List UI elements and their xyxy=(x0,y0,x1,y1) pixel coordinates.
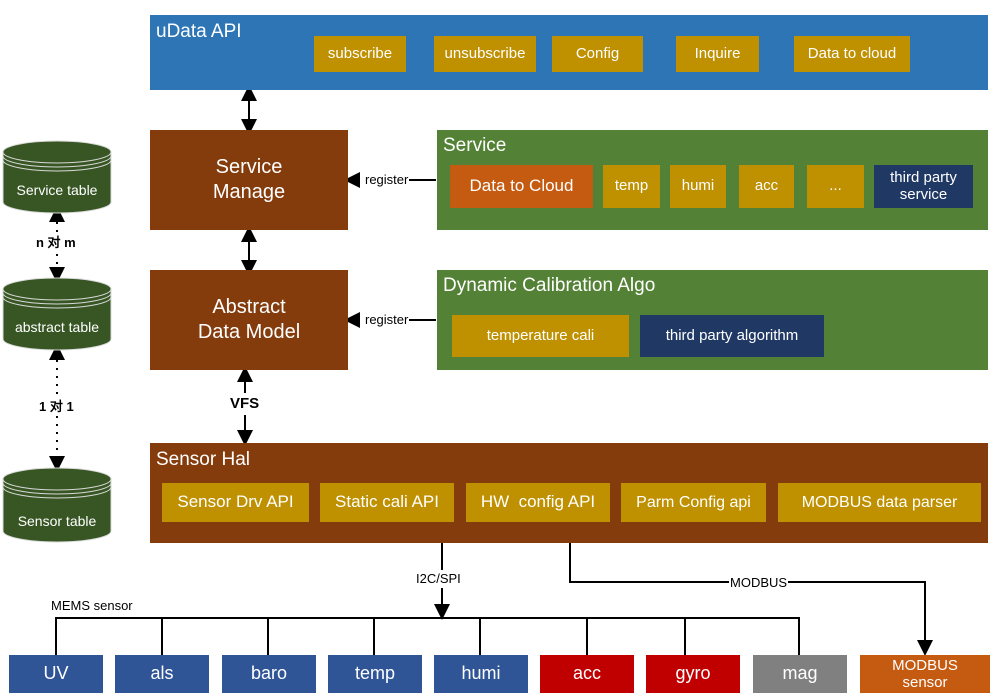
parm-config-api[interactable]: Parm Config api xyxy=(621,483,766,522)
third-party-algorithm[interactable]: third party algorithm xyxy=(640,315,824,357)
sensor-hal-layer: Sensor Hal Sensor Drv API Static cali AP… xyxy=(150,443,988,543)
data-to-cloud-button[interactable]: Data to cloud xyxy=(794,36,910,72)
service-manage-block: Service Manage xyxy=(150,130,348,230)
sensor-mag[interactable]: mag xyxy=(753,655,847,693)
service-table-label: Service table xyxy=(16,182,98,198)
service-title: Service xyxy=(443,135,507,156)
service-data-to-cloud[interactable]: Data to Cloud xyxy=(450,165,593,208)
modbus-sensor-line1: MODBUS xyxy=(892,657,958,674)
unsubscribe-button[interactable]: unsubscribe xyxy=(434,36,536,72)
inquire-button[interactable]: Inquire xyxy=(676,36,759,72)
modbus-sensor[interactable]: MODBUS sensor xyxy=(860,655,990,693)
modbus-data-parser[interactable]: MODBUS data parser xyxy=(778,483,981,522)
sensor-table-cylinder[interactable]: Sensor table xyxy=(2,467,112,544)
static-cali-api[interactable]: Static cali API xyxy=(320,483,454,522)
service-humi[interactable]: humi xyxy=(670,165,726,208)
service-acc[interactable]: acc xyxy=(739,165,794,208)
service-manage-line2: Manage xyxy=(212,181,286,203)
subscribe-button[interactable]: subscribe xyxy=(314,36,406,72)
sensor-gyro[interactable]: gyro xyxy=(646,655,740,693)
database-icon xyxy=(2,467,112,543)
abstract-data-model-line2: Data Model xyxy=(197,321,301,343)
service-third-party[interactable]: third party service xyxy=(874,165,973,208)
udata-api-title: uData API xyxy=(156,21,242,42)
i2c-spi-label: I2C/SPI xyxy=(415,571,462,586)
service-table-cylinder[interactable]: Service table xyxy=(2,140,112,215)
sensor-humi[interactable]: humi xyxy=(434,655,528,693)
calibration-title: Dynamic Calibration Algo xyxy=(443,275,656,296)
mems-bus-line xyxy=(55,617,800,655)
modbus-label: MODBUS xyxy=(729,575,789,590)
sensor-UV[interactable]: UV xyxy=(9,655,103,693)
database-icon xyxy=(2,277,112,351)
modbus-sensor-line2: sensor xyxy=(902,674,948,691)
abstract-table-cylinder[interactable]: abstract table xyxy=(2,277,112,352)
config-button[interactable]: Config xyxy=(552,36,643,72)
udata-api-layer: uData API subscribe unsubscribe Config I… xyxy=(150,15,988,90)
relation-n-to-m: n 对 m xyxy=(35,235,77,250)
vfs-label: VFS xyxy=(229,395,261,412)
hw-config-api[interactable]: HW config API xyxy=(466,483,610,522)
sensor-als[interactable]: als xyxy=(115,655,209,693)
sensor-table-label: Sensor table xyxy=(17,513,97,529)
register-label-service: register xyxy=(364,172,410,187)
sensor-hal-title: Sensor Hal xyxy=(156,449,250,470)
service-temp[interactable]: temp xyxy=(603,165,660,208)
temperature-cali[interactable]: temperature cali xyxy=(452,315,629,357)
modbus-line xyxy=(569,543,933,656)
sensor-baro[interactable]: baro xyxy=(222,655,316,693)
service-more[interactable]: ... xyxy=(807,165,864,208)
abstract-data-model-line1: Abstract xyxy=(212,296,286,318)
service-layer: Service Data to Cloud temp humi acc ... … xyxy=(437,130,988,230)
sensor-drv-api[interactable]: Sensor Drv API xyxy=(162,483,309,522)
abstract-data-model-block: Abstract Data Model xyxy=(150,270,348,370)
relation-1-to-1: 1 对 1 xyxy=(38,399,75,414)
register-label-calibration: register xyxy=(364,312,410,327)
abstract-table-label: abstract table xyxy=(14,319,100,335)
database-icon xyxy=(2,140,112,214)
mems-sensor-label: MEMS sensor xyxy=(51,598,133,613)
sensor-acc[interactable]: acc xyxy=(540,655,634,693)
calibration-layer: Dynamic Calibration Algo temperature cal… xyxy=(437,270,988,370)
service-manage-line1: Service xyxy=(215,156,283,178)
sensor-temp[interactable]: temp xyxy=(328,655,422,693)
